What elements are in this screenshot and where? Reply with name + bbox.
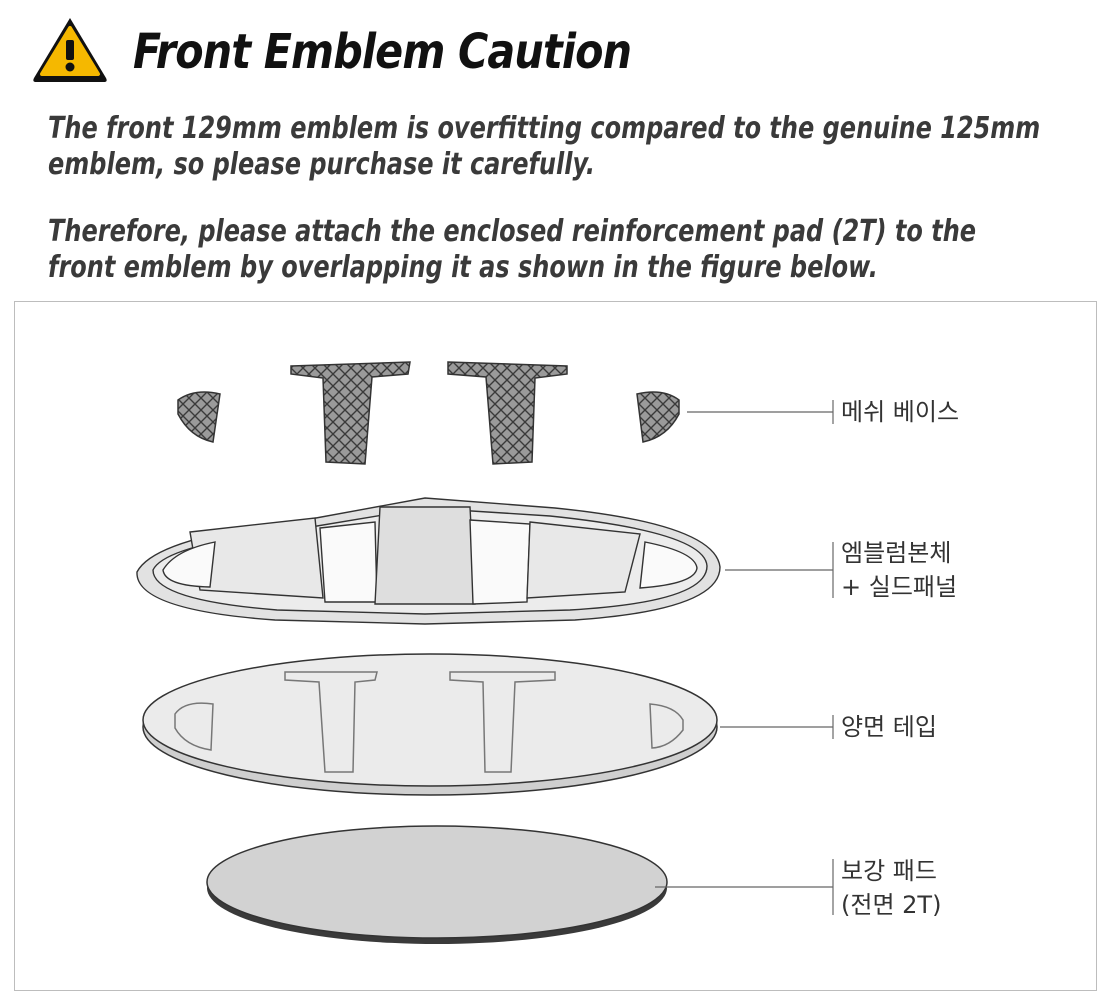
label-text: 엠블럼본체 — [841, 539, 952, 567]
page-title: Front Emblem Caution — [133, 24, 632, 80]
label-emblem-body: 엠블럼본체 + 실드패널 — [841, 536, 957, 604]
leader-lines — [655, 400, 834, 915]
mesh-base-parts — [177, 361, 680, 465]
label-mesh-base: 메쉬 베이스 — [841, 395, 959, 429]
assembly-figure: 메쉬 베이스 엠블럼본체 + 실드패널 양면 테입 보강 패드 (전면 2T) — [14, 301, 1097, 991]
emblem-body — [136, 497, 721, 625]
label-text: 메쉬 베이스 — [841, 398, 960, 426]
label-text: 보강 패드 — [841, 857, 937, 885]
label-text: (전면 2T) — [841, 891, 942, 919]
reinforcement-pad — [206, 825, 668, 944]
label-pad: 보강 패드 (전면 2T) — [841, 854, 941, 922]
label-tape: 양면 테입 — [841, 710, 937, 744]
warning-triangle-icon — [33, 18, 107, 82]
header: Front Emblem Caution — [30, 14, 1080, 94]
caution-text-line: emblem, so please purchase it carefully. — [48, 147, 596, 182]
instruction-text-line: Therefore, please attach the enclosed re… — [48, 214, 977, 249]
caution-paragraph-1: The front 129mm emblem is overfitting co… — [48, 111, 1040, 183]
label-text: 양면 테입 — [841, 713, 937, 741]
caution-paragraph-2: Therefore, please attach the enclosed re… — [48, 214, 976, 286]
instruction-text-line: front emblem by overlapping it as shown … — [48, 250, 878, 285]
exploded-view-illustration — [136, 361, 834, 944]
double-sided-tape — [142, 653, 718, 796]
label-text: + 실드패널 — [841, 573, 958, 601]
caution-text-line: The front 129mm emblem is overfitting co… — [48, 111, 1041, 146]
